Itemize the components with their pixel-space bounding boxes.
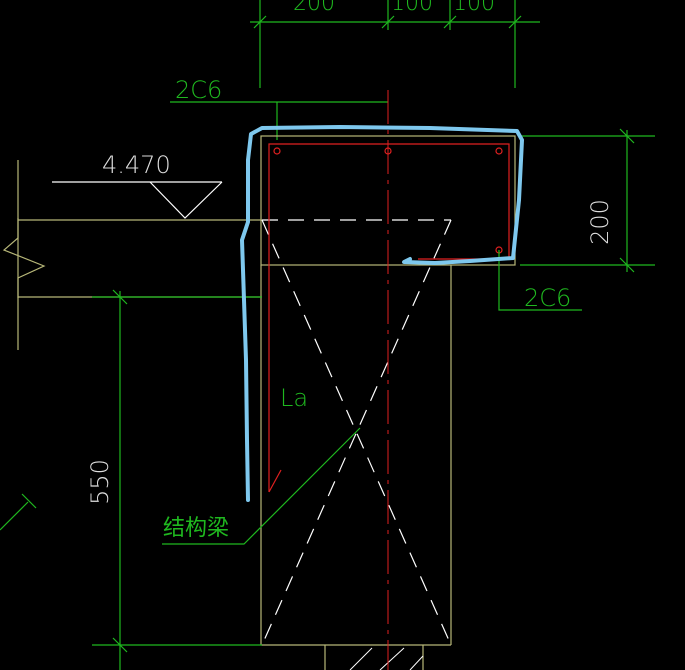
top-rebar-leader — [170, 101, 388, 140]
slab-edge — [2, 160, 262, 350]
structural-beam-label: 结构梁 — [163, 516, 229, 541]
left-dimension — [92, 289, 262, 670]
elevation-symbol — [52, 181, 223, 219]
top-rebar-label: 2C6 — [175, 76, 222, 104]
dim-left-550: 550 — [86, 459, 114, 505]
elevation-label: 4.470 — [102, 151, 171, 179]
markup-highlight — [240, 125, 524, 502]
right-rebar-leader — [498, 250, 582, 311]
void-cross — [261, 219, 452, 646]
anchorage-label: La — [280, 384, 308, 412]
dim-right-200: 200 — [586, 199, 614, 245]
right-rebar-label: 2C6 — [524, 284, 571, 312]
left-edge-fragment — [0, 493, 37, 531]
column-outline — [260, 135, 516, 670]
dim-top-200: 200 — [293, 0, 335, 16]
dim-top-100b: 100 — [453, 0, 495, 16]
column-base-hatch — [349, 647, 424, 670]
top-dimension — [250, 0, 540, 88]
structural-beam-leader — [162, 427, 361, 545]
dim-top-100a: 100 — [391, 0, 433, 16]
right-dimension — [520, 128, 655, 273]
